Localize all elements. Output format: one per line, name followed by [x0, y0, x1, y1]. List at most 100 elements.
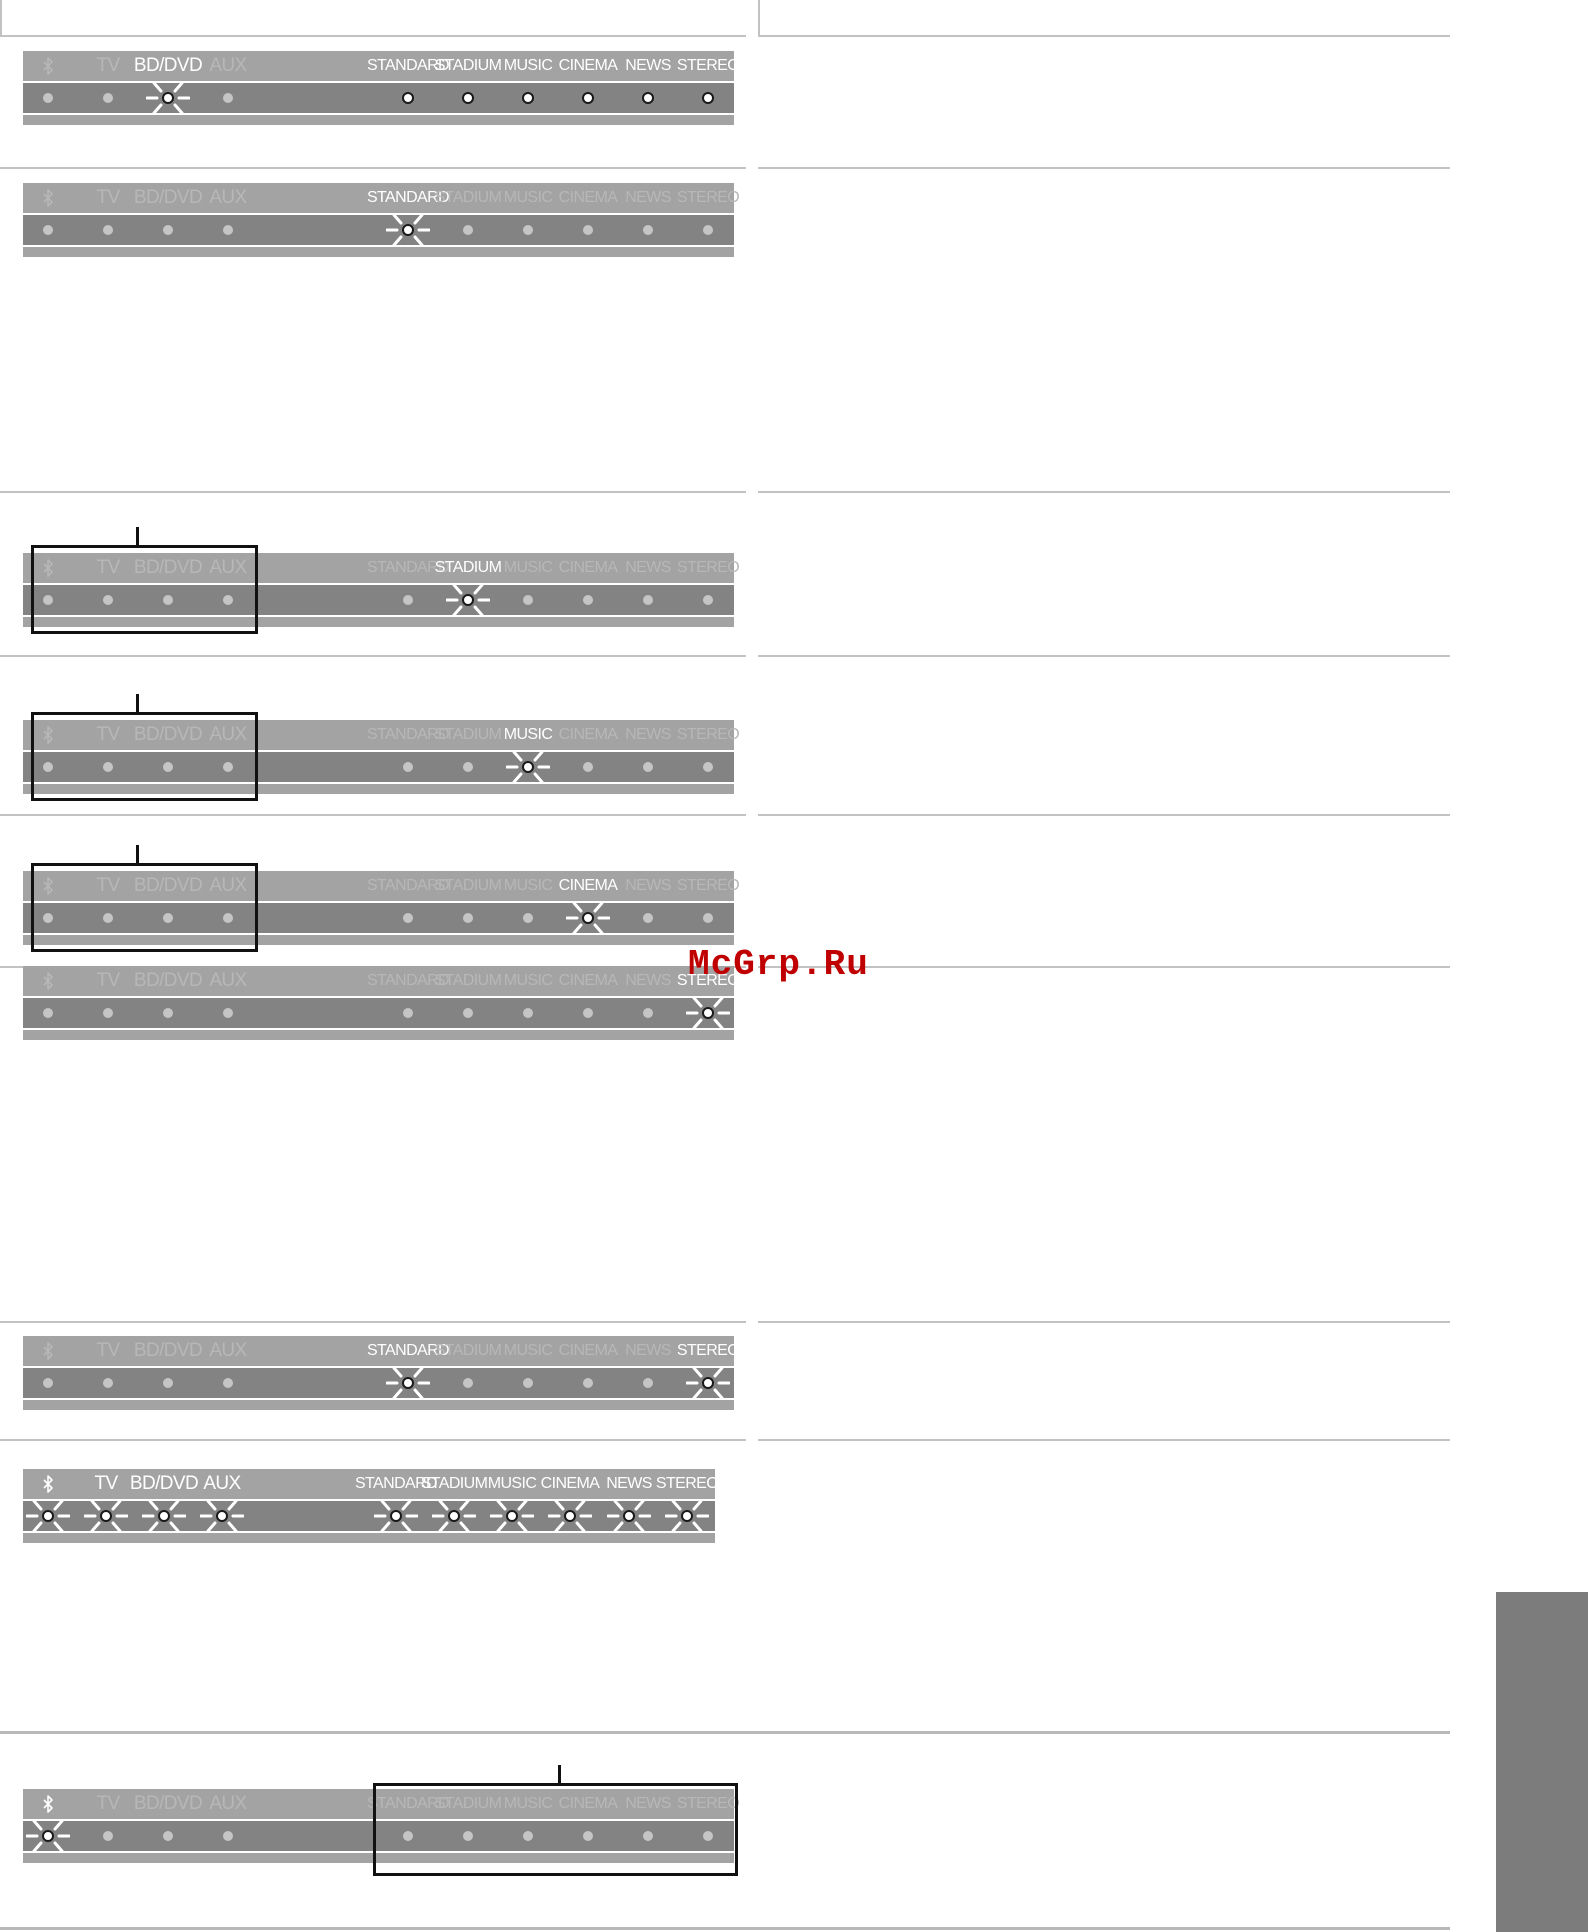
led-dot-icon	[103, 1008, 113, 1018]
panel-band-bot	[23, 617, 734, 627]
panel-band-bot	[23, 115, 734, 125]
label-modes-5: STEREO	[655, 1475, 719, 1492]
led-dot-icon	[223, 1831, 233, 1841]
row-divider	[0, 167, 746, 169]
row-divider	[758, 655, 1450, 657]
label-sources-0: TV	[96, 1340, 120, 1361]
led-dot-icon	[506, 1510, 518, 1522]
led-dot-icon	[643, 225, 653, 235]
label-sources-0: TV	[96, 557, 120, 578]
label-sources-2: AUX	[209, 1340, 247, 1361]
label-modes-0: STANDARD	[366, 189, 450, 206]
led-dot-icon	[463, 225, 473, 235]
callout-tick	[136, 527, 139, 545]
led-dot-icon	[43, 1378, 53, 1388]
table-top-rule	[0, 35, 746, 37]
label-sources-1: BD/DVD	[133, 557, 203, 578]
label-modes-2: MUSIC	[503, 1795, 553, 1812]
panel-band-bot	[23, 1533, 715, 1543]
label-modes-3: CINEMA	[558, 726, 618, 743]
led-dot-icon	[402, 92, 414, 104]
flash-rays-icon	[490, 1499, 534, 1533]
led-dot-icon	[681, 1510, 693, 1522]
led-dot-icon	[163, 595, 173, 605]
panel-band-mid	[23, 215, 734, 245]
table-col-divider	[758, 0, 760, 35]
led-dot-icon	[643, 595, 653, 605]
led-dot-icon	[223, 93, 233, 103]
label-modes-1: STADIUM	[434, 189, 502, 206]
label-modes-1: STADIUM	[434, 726, 502, 743]
led-dot-icon	[163, 913, 173, 923]
label-sources-1: BD/DVD	[133, 724, 203, 745]
label-sources-0: TV	[94, 1473, 118, 1494]
led-dot-icon	[403, 1008, 413, 1018]
source-group-bracket	[31, 545, 258, 634]
led-dot-icon	[223, 225, 233, 235]
callout-tick	[558, 1765, 561, 1783]
label-modes-2: MUSIC	[503, 1342, 553, 1359]
led-dot-icon	[223, 762, 233, 772]
label-sources-0: TV	[96, 724, 120, 745]
led-dot-icon	[390, 1510, 402, 1522]
led-dot-icon	[703, 762, 713, 772]
section-divider	[0, 1731, 1450, 1734]
watermark: McGrp.Ru	[688, 944, 869, 985]
label-modes-2: MUSIC	[487, 1475, 537, 1492]
flash-rays-icon	[84, 1499, 128, 1533]
led-dot-icon	[403, 762, 413, 772]
label-sources-1: BD/DVD	[129, 1473, 199, 1494]
label-modes-2: MUSIC	[503, 57, 553, 74]
led-dot-icon	[643, 1378, 653, 1388]
panel-band-bot	[23, 247, 734, 257]
led-dot-icon	[163, 1378, 173, 1388]
led-dot-icon	[523, 1378, 533, 1388]
led-dot-icon	[583, 1831, 593, 1841]
row-divider	[758, 491, 1450, 493]
label-modes-2: MUSIC	[503, 726, 553, 743]
label-modes-1: STADIUM	[434, 972, 502, 989]
panel-band-top	[23, 966, 734, 996]
led-dot-icon	[702, 1377, 714, 1389]
label-modes-0: STANDARD	[354, 1475, 438, 1492]
led-dot-icon	[43, 595, 53, 605]
flash-rays-icon	[665, 1499, 709, 1533]
flash-rays-icon	[26, 1819, 70, 1853]
led-dot-icon	[103, 93, 113, 103]
led-dot-icon	[223, 1008, 233, 1018]
led-dot-icon	[162, 92, 174, 104]
row-divider	[758, 814, 1450, 816]
led-dot-icon	[463, 913, 473, 923]
flash-rays-icon	[142, 1499, 186, 1533]
led-dot-icon	[158, 1510, 170, 1522]
led-dot-icon	[103, 762, 113, 772]
label-modes-2: MUSIC	[503, 972, 553, 989]
label-modes-4: NEWS	[625, 1795, 671, 1812]
bluetooth-icon	[43, 877, 53, 895]
panel-band-mid	[23, 998, 734, 1028]
label-sources-0: TV	[96, 970, 120, 991]
panel-band-bot	[23, 1400, 734, 1410]
label-modes-3: CINEMA	[558, 1342, 618, 1359]
led-dot-icon	[163, 1831, 173, 1841]
led-dot-icon	[522, 761, 534, 773]
bluetooth-icon	[43, 189, 53, 207]
label-modes-3: CINEMA	[558, 189, 618, 206]
table-col-divider	[0, 0, 2, 35]
label-modes-1: STADIUM	[434, 1342, 502, 1359]
flash-rays-icon	[686, 996, 730, 1030]
label-modes-5: STEREO	[676, 877, 740, 894]
led-dot-icon	[523, 595, 533, 605]
led-dot-icon	[703, 1831, 713, 1841]
led-dot-icon	[582, 92, 594, 104]
label-sources-1: BD/DVD	[133, 1340, 203, 1361]
led-dot-icon	[216, 1510, 228, 1522]
label-modes-4: NEWS	[625, 559, 671, 576]
